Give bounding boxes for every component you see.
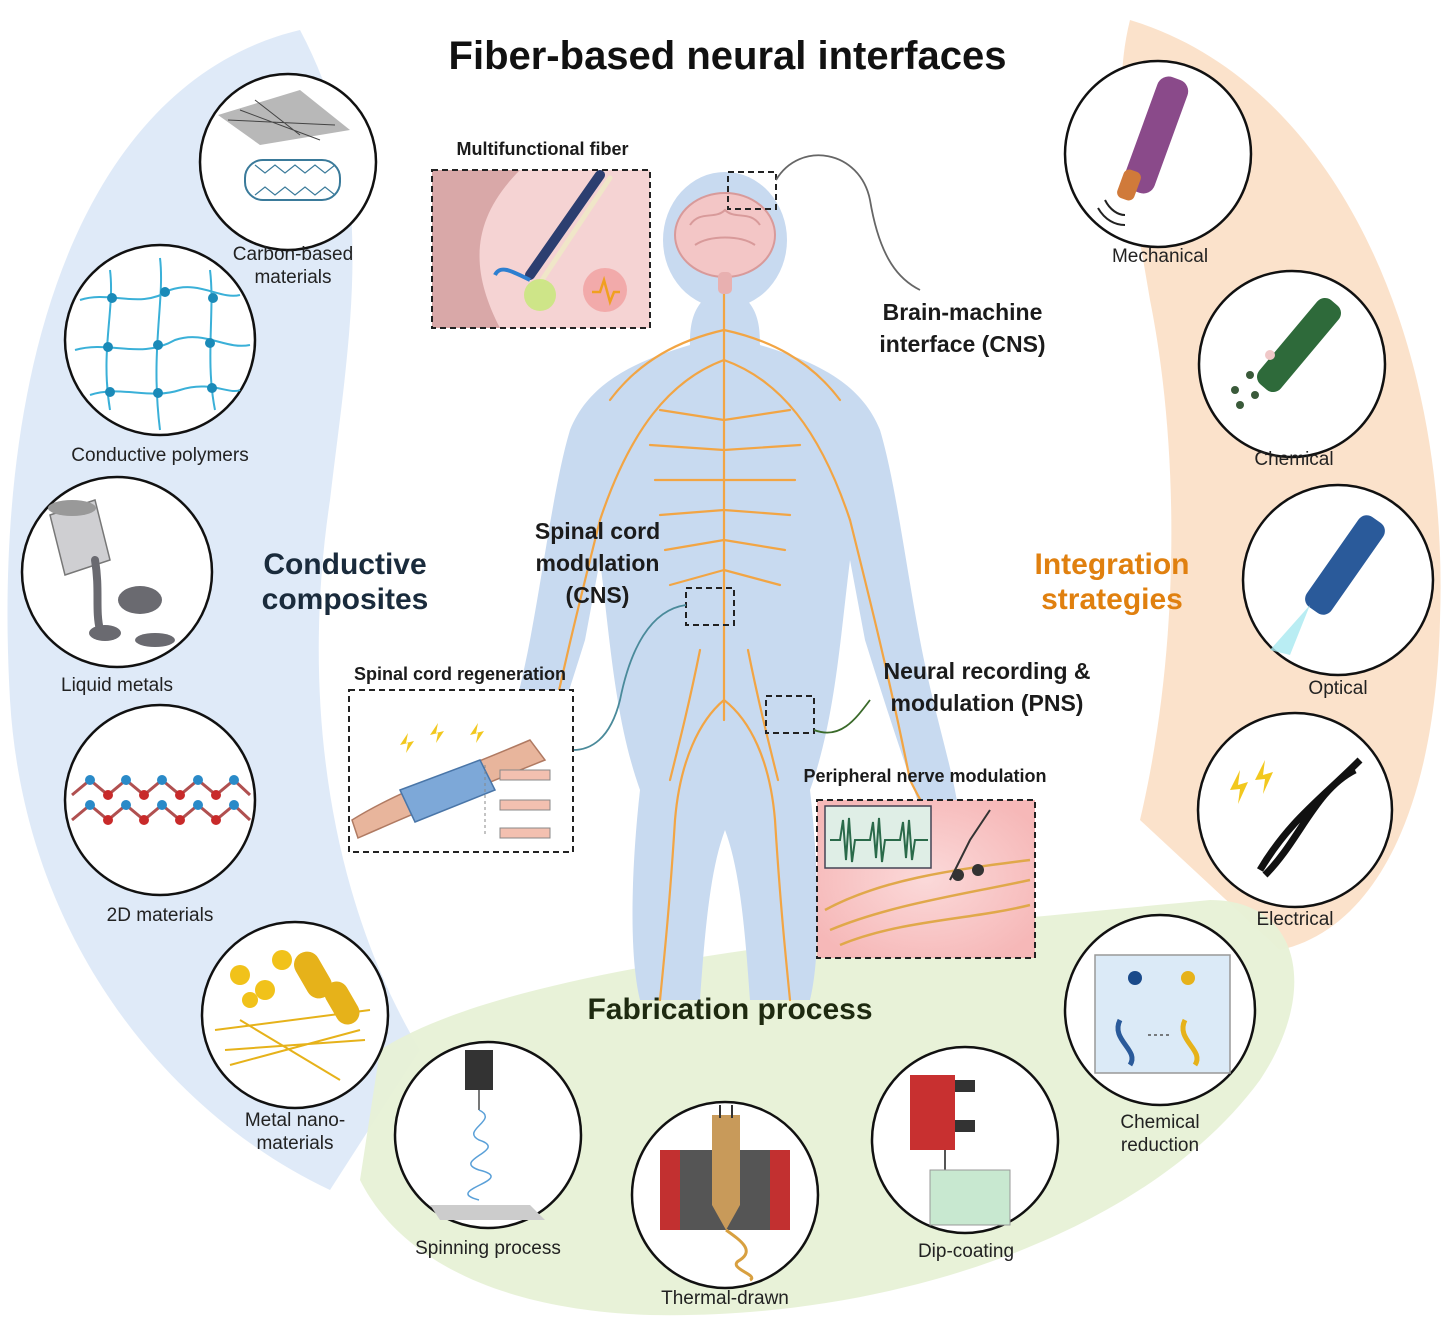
figure-title: Fiber-based neural interfaces	[448, 34, 1007, 78]
spinal-regeneration-inset	[348, 689, 574, 853]
multifunctional-fiber-inset	[431, 169, 651, 329]
item-label-chemical: Chemical	[1254, 449, 1334, 470]
fabrication-circles	[393, 913, 1257, 1290]
item-label-polymers: Conductive polymers	[71, 445, 249, 466]
focus-boxes	[685, 171, 815, 734]
item-label-dip: Dip-coating	[917, 1241, 1015, 1262]
brain-icon	[674, 192, 776, 294]
liquid-metal-icon	[20, 475, 214, 669]
inset-title-peripheral: Peripheral nerve modulation	[803, 766, 1047, 786]
item-label-nano: Metal nano-materials	[244, 1110, 346, 1154]
item-label-spinning: Spinning process	[415, 1238, 561, 1259]
callout-bmi: Brain-machine interface (CNS)	[879, 299, 1046, 358]
fabrication-heading: Fabrication process	[587, 993, 873, 1026]
integration-heading: Integration strategies	[1034, 548, 1190, 616]
item-label-thermal: Thermal-drawn	[661, 1288, 789, 1309]
item-label-optical: Optical	[1308, 678, 1368, 699]
callout-neural: Neural recording & modulation (PNS)	[883, 658, 1091, 717]
integration-circles	[1063, 59, 1435, 909]
item-label-reduction: Chemical reduction	[1120, 1112, 1200, 1156]
item-label-carbon: Carbon-based materials	[232, 244, 354, 288]
polymer-network-icon	[63, 243, 257, 437]
item-label-liquid-metals: Liquid metals	[61, 675, 173, 696]
inset-title-spinal-regen: Spinal cord regeneration	[353, 664, 567, 684]
integration-arc	[1121, 20, 1441, 950]
graphene-cnt-icon	[198, 72, 378, 252]
2d-lattice-icon	[63, 703, 257, 897]
spinning-icon	[393, 1040, 583, 1230]
item-label-2d: 2D materials	[106, 905, 214, 926]
brain-focus-box	[727, 171, 777, 210]
nerve-system	[503, 288, 947, 1002]
callout-spinal: Spinal cord modulation (CNS)	[534, 518, 661, 609]
inset-title-multifunctional: Multifunctional fiber	[456, 139, 629, 159]
conductive-circles	[20, 72, 390, 1110]
nanoparticle-icon	[200, 920, 390, 1110]
peripheral-nerve-inset	[816, 799, 1036, 959]
spinal-focus-box	[685, 587, 735, 626]
dip-coating-icon	[870, 1045, 1060, 1235]
item-label-electrical: Electrical	[1256, 909, 1334, 930]
thermal-draw-icon	[630, 1100, 820, 1290]
chemical-reduction-icon	[1063, 913, 1257, 1107]
pns-focus-box	[765, 695, 815, 734]
chemical-fiber-icon	[1197, 269, 1387, 459]
conductive-heading: Conductive composites	[261, 548, 429, 616]
electrical-fiber-icon	[1196, 711, 1394, 909]
mechanical-fiber-icon	[1063, 59, 1253, 249]
connector-wires	[572, 154, 921, 751]
fabrication-arc	[360, 900, 1295, 1316]
optical-fiber-icon	[1241, 483, 1435, 677]
item-label-mechanical: Mechanical	[1111, 246, 1209, 267]
